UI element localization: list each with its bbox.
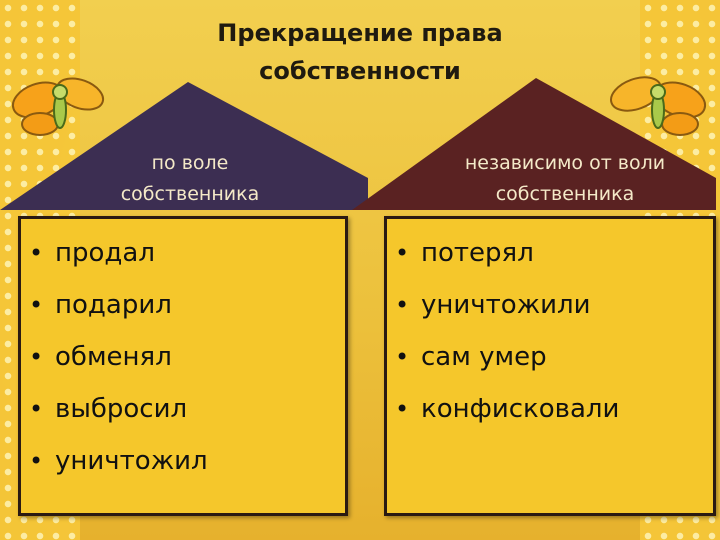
list-item: уничтожил (21, 435, 345, 487)
list-item: потерял (387, 227, 713, 279)
butterfly-right-icon (610, 76, 707, 136)
list-item: продал (21, 227, 345, 279)
roof-left (0, 82, 368, 210)
title-line-1: Прекращение права (217, 19, 503, 47)
list-item: уничтожили (387, 279, 713, 331)
butterfly-left-icon (11, 77, 105, 136)
left-list-box: продал подарил обменял выбросил уничтожи… (18, 216, 348, 516)
left-heading-line-1: по воле (151, 152, 229, 174)
list-item: обменял (21, 331, 345, 383)
title-line-2: собственности (259, 57, 461, 85)
left-heading: по воле собственника (90, 148, 290, 210)
right-heading-line-1: независимо от воли (464, 152, 666, 174)
list-item: конфисковали (387, 383, 713, 435)
list-item: выбросил (21, 383, 345, 435)
roof-right (352, 78, 716, 210)
left-heading-line-2: собственника (120, 183, 260, 205)
list-item: сам умер (387, 331, 713, 383)
right-list-box: потерял уничтожили сам умер конфисковали (384, 216, 716, 516)
left-list: продал подарил обменял выбросил уничтожи… (21, 219, 345, 487)
right-heading: независимо от воли собственника (430, 148, 700, 210)
list-item: подарил (21, 279, 345, 331)
right-list: потерял уничтожили сам умер конфисковали (387, 219, 713, 435)
slide-title: Прекращение права собственности (150, 14, 570, 90)
right-heading-line-2: собственника (495, 183, 635, 205)
